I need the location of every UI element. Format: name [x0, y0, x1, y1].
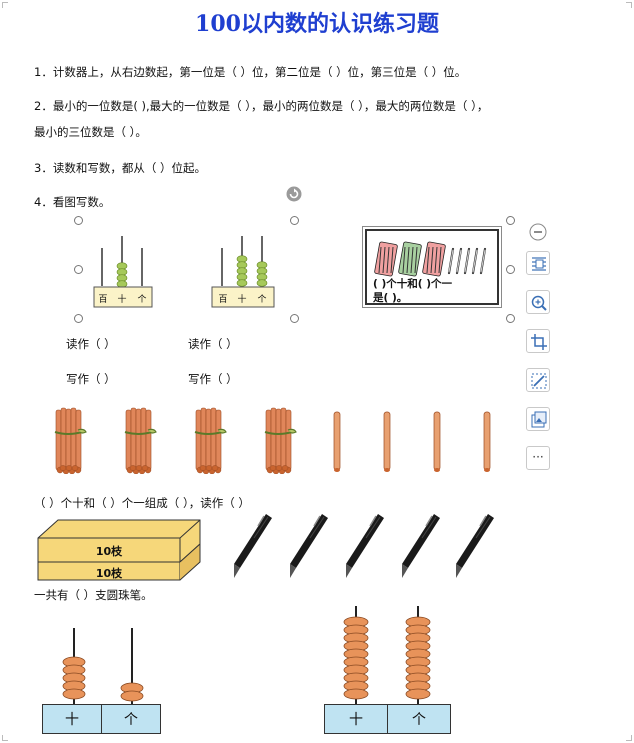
rotate-handle-icon[interactable]: [286, 186, 302, 202]
selected-image-frame[interactable]: ( )个十和( )个一 是( )。: [362, 226, 502, 308]
abacus-big-left: 十 个: [40, 624, 164, 734]
pen-box-bottom-label: 10枝: [95, 567, 123, 580]
stick-box-line-1: ( )个十和( )个一: [373, 278, 453, 290]
read-as-left: 读作（ ）: [66, 337, 116, 351]
write-as-right: 写作（ ）: [188, 372, 238, 386]
abacus-label-hundreds: 百: [218, 295, 228, 305]
pens-row: [228, 512, 504, 582]
more-icon[interactable]: ···: [526, 446, 550, 470]
resize-handle[interactable]: [506, 216, 515, 225]
stick-bundle-picture: ( )个十和( )个一 是( )。: [365, 229, 499, 305]
question-1: 1．计数器上，从右边数起，第一位是（ ）位，第二位是（ ）位，第三位是（ ）位。: [34, 65, 467, 79]
abacus-label-tens: 十: [117, 295, 127, 305]
resize-handle[interactable]: [74, 216, 83, 225]
abacus-small-left: 百 十 个: [92, 232, 154, 310]
crop-icon[interactable]: [526, 329, 550, 353]
layout-options-icon[interactable]: [526, 251, 550, 275]
resize-handle[interactable]: [506, 265, 515, 274]
abacus-big-right: 十 个: [322, 604, 452, 734]
abacus-label-ones: 个: [257, 295, 267, 305]
resize-handle[interactable]: [290, 314, 299, 323]
abacus-label-hundreds: 百: [98, 295, 108, 305]
page-title: 100以内数的认识练习题: [195, 11, 439, 37]
page-corner-mark: [626, 735, 632, 741]
resize-handle[interactable]: [290, 216, 299, 225]
page-corner-mark: [2, 735, 8, 741]
question-4: 4．看图写数。: [34, 195, 111, 209]
stick-bundles-row: [50, 406, 510, 475]
shape-fill-icon[interactable]: [526, 368, 550, 392]
zoom-icon[interactable]: [526, 290, 550, 314]
pen-box-top-label: 10枝: [95, 545, 123, 558]
question-2-line-1: 2．最小的一位数是( ),最大的一位数是（ ），最小的两位数是（ ），最大的两位…: [34, 99, 489, 113]
resize-handle[interactable]: [74, 314, 83, 323]
abacus-cell-ones: 个: [101, 704, 161, 734]
abacus-cell-tens: 十: [324, 704, 388, 734]
resize-handle[interactable]: [74, 265, 83, 274]
sticks-caption: （ ）个十和（ ）个一组成（ ），读作（ ）: [34, 496, 250, 510]
abacus-cell-tens: 十: [42, 704, 102, 734]
change-image-icon[interactable]: [526, 407, 550, 431]
abacus-cell-ones: 个: [387, 704, 451, 734]
abacus-small-right: 百 十 个: [210, 232, 276, 310]
page-corner-mark: [626, 2, 632, 8]
question-2-line-2: 最小的三位数是（ ）。: [34, 125, 147, 139]
abacus-label-tens: 十: [237, 295, 247, 305]
write-as-left: 写作（ ）: [66, 372, 116, 386]
pen-box: 10枝 10枝: [36, 516, 202, 582]
collapse-icon[interactable]: [529, 223, 547, 241]
resize-handle[interactable]: [506, 314, 515, 323]
question-3: 3．读数和写数，都从（ ）位起。: [34, 161, 206, 175]
read-as-right: 读作（ ）: [188, 337, 238, 351]
stick-box-line-2: 是( )。: [373, 292, 408, 304]
page-corner-mark: [2, 2, 8, 8]
abacus-label-ones: 个: [137, 295, 147, 305]
pens-caption: 一共有（ ）支圆珠笔。: [34, 588, 153, 602]
